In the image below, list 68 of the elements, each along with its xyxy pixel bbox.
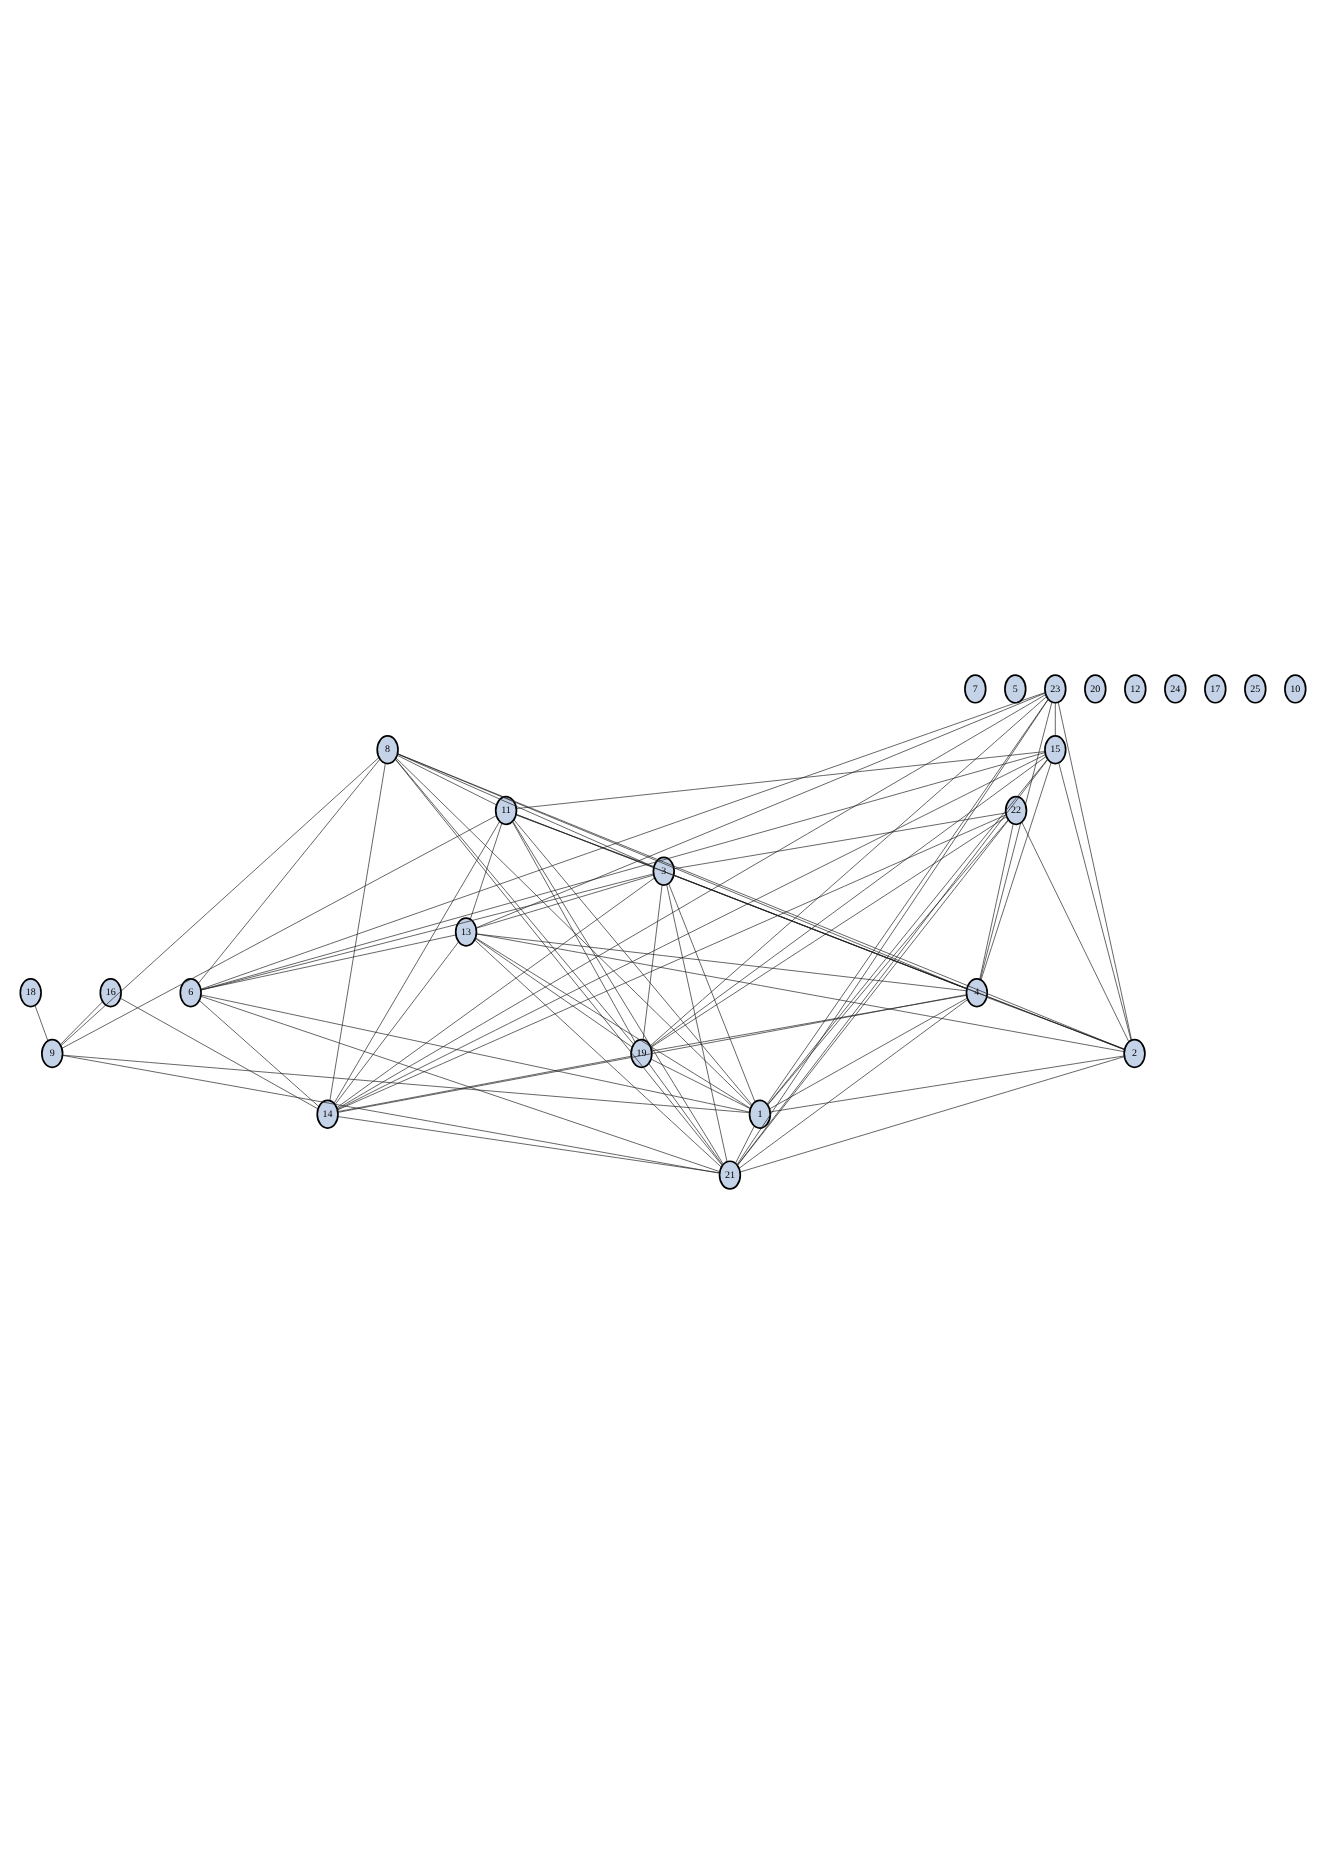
connector xyxy=(397,753,1125,1050)
connector xyxy=(476,933,1125,1052)
connector xyxy=(200,994,750,1113)
connector xyxy=(200,752,1046,991)
connector xyxy=(673,874,1125,1050)
connector xyxy=(980,762,1052,981)
connector xyxy=(475,937,751,1109)
connector xyxy=(198,758,381,984)
connector xyxy=(738,999,968,1169)
connector xyxy=(739,1056,1125,1173)
connector xyxy=(769,997,968,1110)
connector xyxy=(475,692,1046,929)
connector xyxy=(666,884,728,1162)
connector xyxy=(474,939,722,1168)
connector xyxy=(512,821,636,1043)
connector xyxy=(329,762,386,1101)
connector xyxy=(200,873,654,991)
connector xyxy=(642,884,663,1041)
connector xyxy=(334,941,459,1105)
connector xyxy=(470,822,503,920)
connector xyxy=(1021,821,1130,1042)
connector xyxy=(59,1001,103,1045)
connector xyxy=(770,1055,1125,1113)
connector xyxy=(397,753,968,989)
connector xyxy=(333,821,500,1104)
connector xyxy=(979,823,1014,980)
connector xyxy=(737,819,1009,1166)
connector xyxy=(337,1055,632,1112)
connector xyxy=(766,698,1049,1105)
connector xyxy=(199,1000,320,1107)
connector xyxy=(515,814,1125,1050)
connector xyxy=(767,759,1048,1106)
connector xyxy=(200,934,456,991)
connector xyxy=(475,874,655,929)
connector xyxy=(61,815,497,1049)
connector xyxy=(650,1058,751,1109)
connector xyxy=(1057,702,1132,1041)
connector xyxy=(337,1116,720,1174)
connector xyxy=(986,996,1126,1050)
connector xyxy=(673,812,1007,870)
connector xyxy=(735,1125,755,1164)
connector xyxy=(395,758,635,1045)
connector xyxy=(513,819,753,1106)
connector xyxy=(651,995,967,1052)
connector xyxy=(396,754,497,806)
connector xyxy=(60,757,380,1046)
connector xyxy=(62,1055,720,1174)
connector xyxy=(200,692,1046,990)
connector xyxy=(119,997,319,1110)
connector xyxy=(337,994,967,1113)
connector xyxy=(512,820,724,1165)
connector xyxy=(515,814,968,990)
connector xyxy=(394,758,723,1166)
connector xyxy=(395,757,752,1107)
connector xyxy=(200,995,721,1172)
connector xyxy=(979,701,1053,980)
connector xyxy=(515,814,655,868)
connector xyxy=(1058,762,1132,1041)
connector xyxy=(337,814,1007,1111)
connector xyxy=(516,751,1046,809)
connector xyxy=(668,883,756,1103)
connector xyxy=(62,1054,750,1113)
connector xyxy=(1054,702,1056,737)
connector xyxy=(475,938,633,1048)
connector xyxy=(397,753,655,868)
connector xyxy=(767,819,1009,1106)
connector xyxy=(648,1063,723,1166)
connector xyxy=(34,1005,49,1042)
